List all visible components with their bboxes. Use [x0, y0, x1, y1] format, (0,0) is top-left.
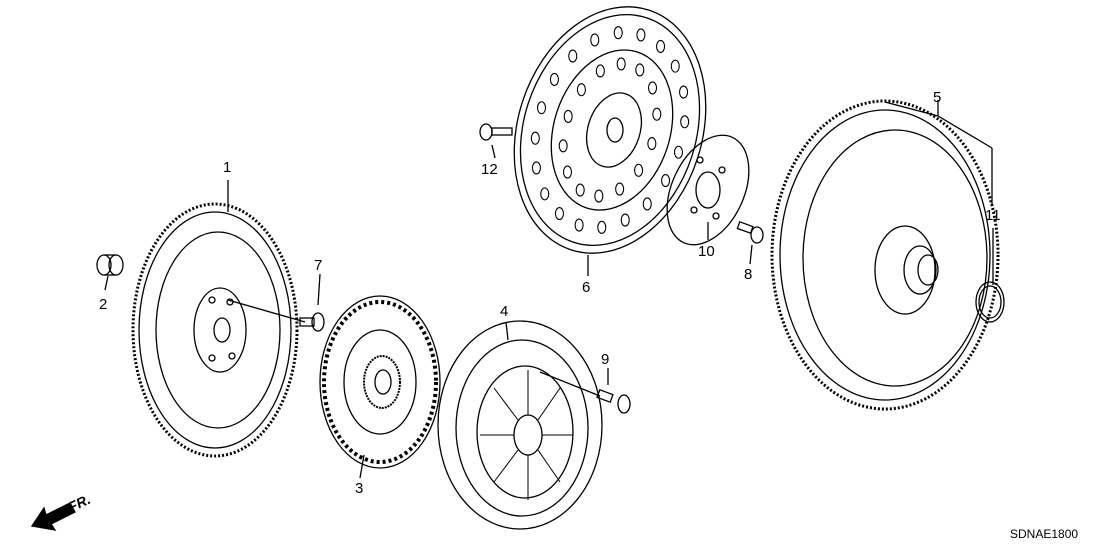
drive-plate-hole — [613, 26, 623, 40]
flywheel-part-1[interactable] — [131, 202, 306, 458]
clutch-disc-part-3[interactable] — [319, 295, 441, 469]
collar-part-2[interactable] — [96, 254, 124, 276]
drive-plate-hole — [563, 109, 573, 123]
callout-12: 12 — [481, 161, 498, 178]
callout-2: 2 — [99, 296, 108, 313]
drive-plate-hole — [597, 220, 607, 234]
drive-plate-hole — [655, 39, 666, 53]
drive-plate-hole — [673, 145, 684, 159]
drive-plate-hole — [575, 183, 585, 197]
callout-7: 7 — [314, 257, 323, 274]
drive-plate-hole — [530, 131, 540, 145]
drive-plate-hole — [661, 173, 671, 188]
drive-plate-hole — [558, 139, 568, 153]
drive-plate-hole — [670, 59, 680, 73]
o-ring-part-11[interactable] — [975, 281, 1005, 323]
bolt-part-9[interactable] — [596, 389, 631, 414]
drive-plate-hole — [536, 101, 547, 115]
pressure-plate-part-4[interactable] — [437, 320, 603, 530]
bolt-part-8[interactable] — [736, 221, 764, 244]
drive-plate-part-6[interactable] — [484, 0, 737, 278]
callout-3: 3 — [355, 480, 364, 497]
callout-9: 9 — [601, 351, 610, 368]
diagram-code: SDNAE1800 — [1010, 527, 1079, 541]
drive-plate-hole — [652, 107, 662, 121]
callout-11: 11 — [985, 207, 1001, 224]
callout-1: 1 — [223, 159, 232, 176]
callout-4: 4 — [500, 303, 509, 320]
drive-plate-hole — [595, 64, 605, 78]
drive-plate-hole — [568, 49, 578, 63]
drive-plate-hole — [562, 165, 573, 179]
front-arrow-icon — [30, 502, 76, 531]
drive-plate-hole — [590, 33, 600, 47]
plate-part-10[interactable] — [651, 122, 765, 258]
drive-plate-hole — [594, 189, 604, 203]
drive-plate-hole — [635, 63, 645, 77]
callout-5: 5 — [933, 89, 942, 106]
drive-plate-hole — [679, 85, 689, 99]
bolt-part-12[interactable] — [479, 123, 513, 141]
drive-plate-hole — [647, 137, 657, 151]
torque-converter-part-5[interactable] — [770, 99, 1000, 411]
drive-plate-hole — [647, 81, 658, 95]
drive-plate-hole — [615, 182, 625, 196]
callout-8: 8 — [744, 266, 753, 283]
drive-plate-hole — [531, 161, 541, 175]
drive-plate-hole — [642, 197, 652, 211]
drive-plate-hole — [540, 187, 550, 201]
drive-plate-hole — [574, 218, 584, 232]
callout-10: 10 — [698, 243, 715, 260]
drive-plate-hole — [680, 115, 690, 129]
drive-plate-hole — [634, 163, 644, 177]
drive-plate-hole — [554, 207, 565, 221]
drive-plate-hole — [616, 57, 626, 71]
drive-plate-hole — [620, 213, 630, 227]
drive-plate-hole — [576, 83, 586, 97]
bolt-part-7[interactable] — [299, 312, 325, 332]
leader-lines — [104, 100, 994, 479]
drive-plate-hole — [549, 72, 559, 87]
callout-6: 6 — [582, 279, 591, 296]
drive-plate-hole — [636, 28, 646, 42]
